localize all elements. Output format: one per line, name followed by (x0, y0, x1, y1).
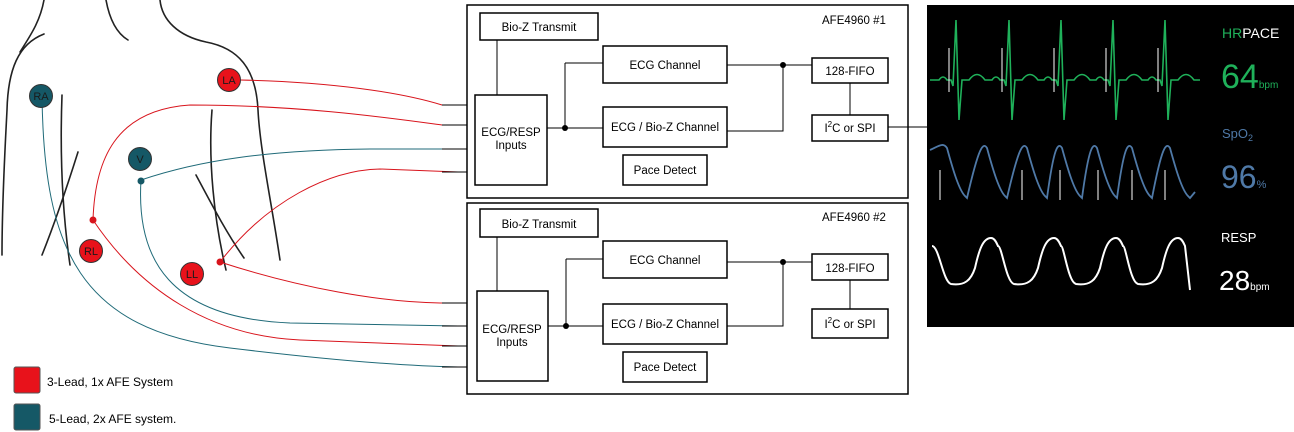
legend-swatch-5-lead (13, 403, 41, 431)
electrode-rl: RL (79, 239, 103, 263)
spo2-readout: 96% (1221, 159, 1267, 195)
afe2-merge-wire (727, 261, 812, 327)
spo2-waveform (929, 144, 1196, 200)
afe2-ecg-channel: ECG Channel (630, 255, 701, 267)
wire-v-afe1 (140, 148, 458, 181)
afe1-iface-box (811, 114, 889, 142)
afe-block-1: AFE4960 #1 Bio-Z Transmit ECG/RESP Input… (466, 4, 930, 199)
arm-left-inner (41, 151, 79, 256)
wire-ll-afe1 (219, 168, 459, 263)
afe1-inputs-line1: ECG/RESP (481, 127, 541, 139)
afe2-split-wire (548, 258, 603, 327)
afe2-node-split (563, 323, 569, 329)
afe2-fifo-box (811, 253, 889, 281)
afe2-inputs-line1: ECG/RESP (482, 324, 542, 336)
afe1-inputs-line2: Inputs (495, 140, 527, 152)
afe2-pace-detect-box (622, 351, 708, 383)
afe2-iface-box (811, 308, 889, 339)
afe1-pace-detect: Pace Detect (634, 165, 697, 177)
electrode-rl-label: RL (84, 246, 98, 258)
junction-ll (216, 258, 224, 266)
afe1-bioz-transmit-box (479, 12, 599, 41)
afe-block-2: AFE4960 #2 Bio-Z Transmit ECG/RESP Input… (466, 202, 909, 395)
afe1-node-split (562, 125, 568, 131)
wire-ll-afe2 (219, 261, 458, 304)
neck-left (19, 0, 45, 53)
legend-item-5-lead: 5-Lead, 2x AFE system. (13, 403, 176, 431)
afe2-ecg-channel-box (602, 240, 728, 279)
electrode-ll: LL (180, 262, 204, 286)
neck-right (105, 0, 129, 41)
afe1-ecg-channel-box (602, 45, 728, 84)
hr-readout: 64bpm (1221, 58, 1278, 96)
legend-swatch-3-lead (13, 366, 41, 394)
electrode-ra: RA (29, 84, 53, 108)
electrode-rl-pad (79, 239, 103, 263)
torso-right-side (209, 109, 227, 271)
afe2-iface: I2C or SPI (824, 316, 875, 331)
resp-waveform (931, 236, 1191, 291)
afe2-title: AFE4960 #2 (822, 212, 886, 224)
afe1-title: AFE4960 #1 (822, 15, 886, 27)
afe1-merge-wire (727, 64, 812, 132)
afe2-fifo: 128-FIFO (825, 263, 874, 275)
wire-ra-afe2 (41, 95, 459, 368)
electrode-v-label: V (136, 154, 144, 166)
afe2-ecg-bioz-channel: ECG / Bio-Z Channel (611, 319, 719, 331)
resp-label: RESP (1221, 230, 1256, 245)
electrode-v-pad (128, 147, 152, 171)
body-outline (1, 0, 281, 271)
electrode-ra-pad (29, 84, 53, 108)
afe1-node-merge (780, 62, 786, 68)
arm-right-inner (195, 174, 245, 259)
afe2-pace-detect: Pace Detect (634, 362, 697, 374)
legend-label-3-lead: 3-Lead, 1x AFE System (47, 375, 173, 389)
legend-label-5-lead: 5-Lead, 2x AFE system. (49, 412, 176, 426)
electrode-ra-label: RA (33, 91, 49, 103)
junction-v (137, 177, 145, 185)
electrode-v: V (128, 147, 152, 171)
afe1-split-wire (547, 62, 603, 129)
electrode-la-label: LA (222, 75, 236, 87)
electrode-la: LA (217, 68, 241, 92)
afe1-inputs-box (474, 94, 548, 186)
afe1-ecg-bioz-channel: ECG / Bio-Z Channel (611, 122, 719, 134)
wire-rl-afe2 (92, 219, 459, 347)
electrodes: RA LA V RL LL (29, 68, 241, 286)
afe1-fifo: 128-FIFO (825, 66, 874, 78)
torso-left-side (60, 94, 71, 266)
afe2-inputs-line2: Inputs (496, 337, 528, 349)
hr-label: HRPACE (1222, 25, 1279, 41)
patient-monitor: HRPACE 64bpm SpO2 96% RESP 28bpm (927, 5, 1294, 327)
electrode-ll-label: LL (186, 269, 198, 281)
afe1-fifo-box (811, 57, 889, 84)
afe2-node-merge (780, 259, 786, 265)
resp-readout: 28bpm (1219, 265, 1270, 296)
afe2-inputs-box (476, 290, 549, 382)
shoulder-left (1, 33, 45, 256)
spo2-label: SpO2 (1222, 126, 1253, 143)
electrode-ll-pad (180, 262, 204, 286)
afe1-pace-detect-box (622, 154, 708, 186)
afe1-ecg-bioz-box (602, 106, 728, 148)
ecg-waveform (930, 19, 1200, 121)
legend-item-3-lead: 3-Lead, 1x AFE System (13, 366, 173, 394)
afe1-bioz-transmit: Bio-Z Transmit (502, 22, 578, 34)
afe2-ecg-bioz-box (602, 303, 728, 345)
junction-rl (89, 216, 97, 224)
electrode-la-pad (217, 68, 241, 92)
afe2-bioz-transmit-box (479, 208, 599, 238)
wire-rl (92, 104, 458, 221)
wire-v-afe2 (140, 179, 459, 327)
afe1-iface: I2C or SPI (824, 120, 875, 135)
wire-la (239, 79, 458, 106)
legend: 3-Lead, 1x AFE System 5-Lead, 2x AFE sys… (13, 366, 176, 431)
pace-markers (948, 48, 1159, 92)
afe1-ecg-channel: ECG Channel (630, 60, 701, 72)
shoulder-right (159, 0, 281, 261)
afe2-bioz-transmit: Bio-Z Transmit (502, 219, 578, 231)
spo2-pace-markers (939, 170, 1166, 200)
